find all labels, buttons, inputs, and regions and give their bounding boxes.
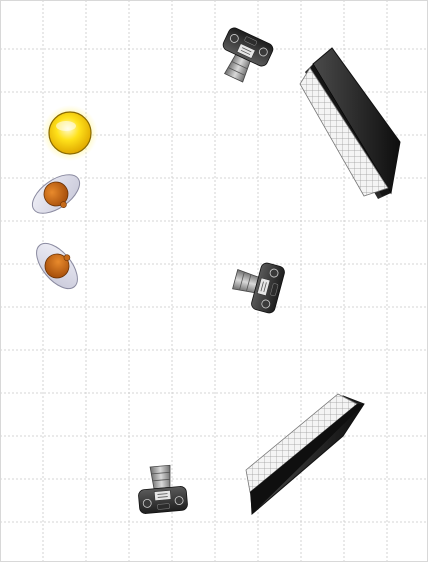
sun-light-icon[interactable] xyxy=(42,105,98,161)
